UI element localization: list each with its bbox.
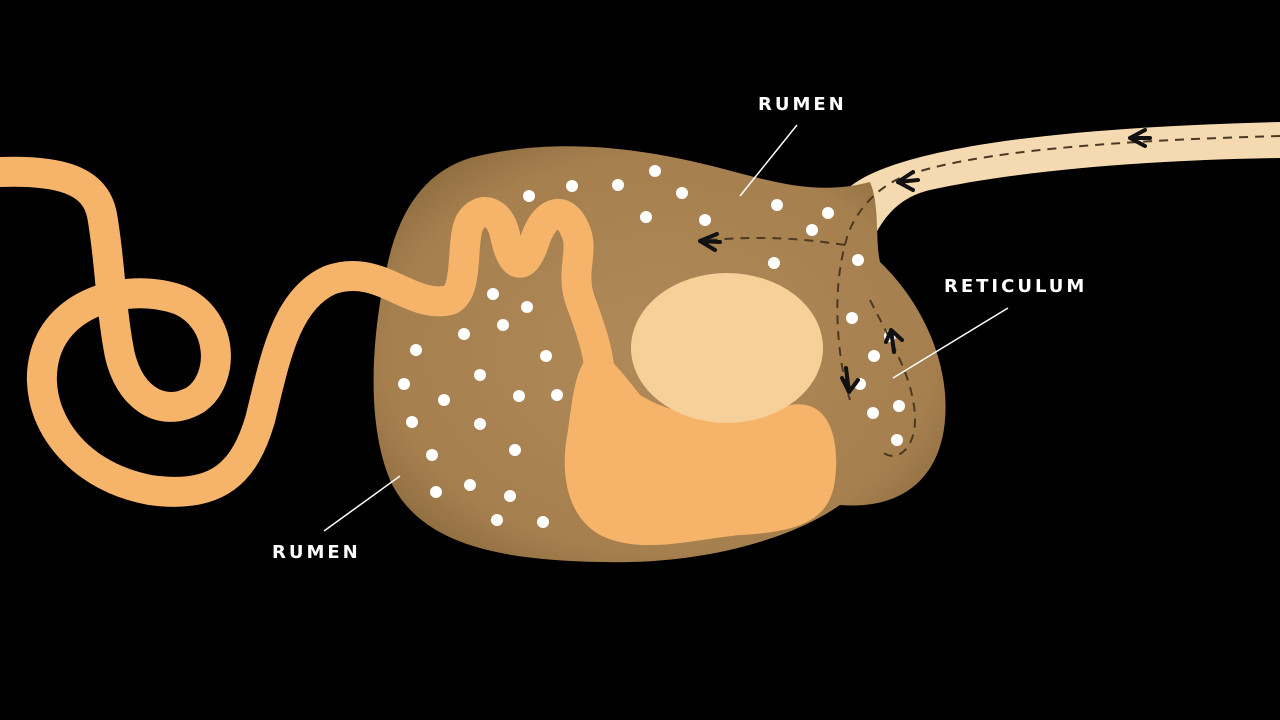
leader-line-reticulum <box>892 307 1009 379</box>
leader-line-rumen-top <box>739 124 798 197</box>
intestine <box>0 156 615 507</box>
food-particles <box>398 165 905 528</box>
label-reticulum: RETICULUM <box>944 276 1088 297</box>
omasum <box>631 273 823 423</box>
leader-lines <box>323 124 1009 532</box>
flow-path <box>709 135 1280 457</box>
abomasum <box>564 353 837 546</box>
leader-line-rumen-bottom <box>323 475 401 532</box>
label-rumen-top: RUMEN <box>758 94 847 115</box>
label-rumen-bottom: RUMEN <box>272 542 361 563</box>
esophagus <box>820 122 1280 235</box>
arrow-left-icon <box>698 128 1152 394</box>
